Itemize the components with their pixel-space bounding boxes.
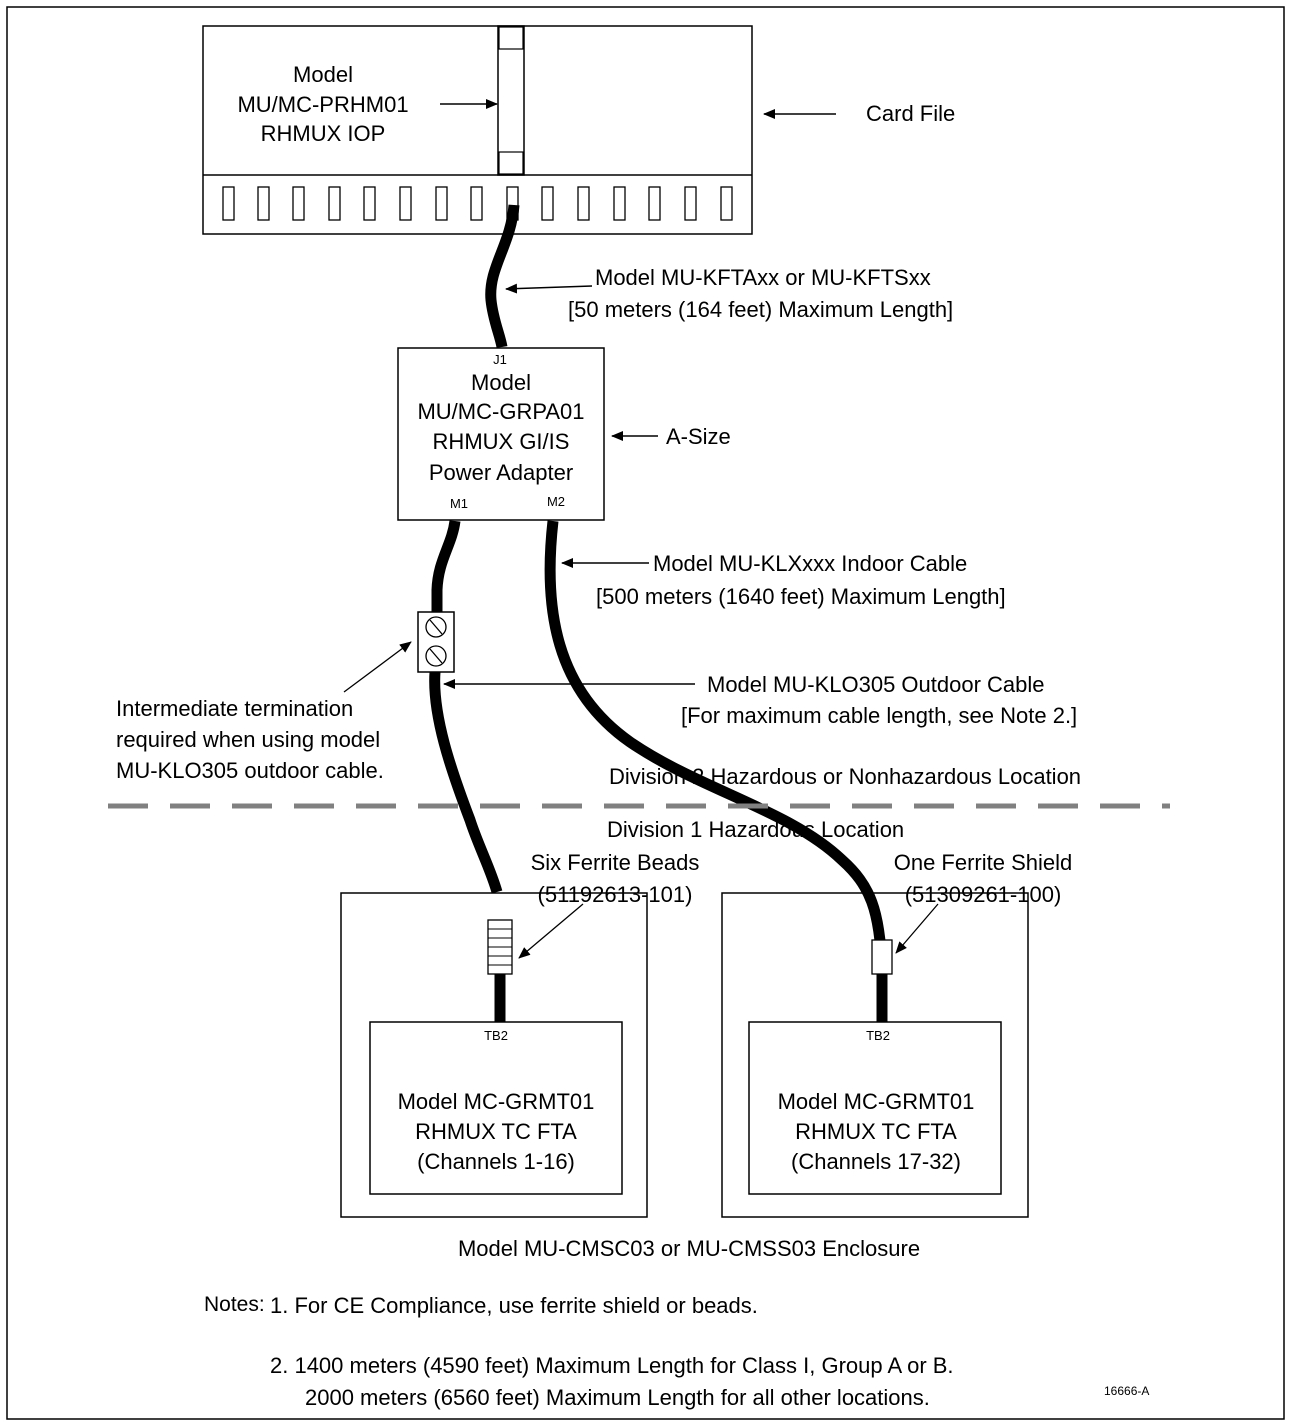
card-file-model-line1: Model xyxy=(293,62,353,87)
figure-id: 16666-A xyxy=(1104,1384,1149,1398)
cable-m2 xyxy=(544,520,888,971)
klo-label-line2: [For maximum cable length, see Note 2.] xyxy=(681,703,1077,728)
ferrite-beads-line2: (51192613-101) xyxy=(538,882,693,907)
ferrite-shield xyxy=(871,939,893,975)
note-1: 1. For CE Compliance, use ferrite shield… xyxy=(270,1293,758,1318)
figure-frame xyxy=(6,6,1285,1420)
kfta-arrow xyxy=(505,283,593,294)
power-adapter: J1 Model MU/MC-GRPA01 RHMUX GI/IS Power … xyxy=(397,347,605,521)
iop-card xyxy=(497,25,525,176)
ferrite-beads xyxy=(487,919,513,975)
intermediate-line2: required when using model xyxy=(116,727,380,752)
enclosure-label: Model MU-CMSC03 or MU-CMSS03 Enclosure xyxy=(458,1236,920,1261)
fta-right-line3: (Channels 17-32) xyxy=(791,1149,961,1174)
klo-label-line1: Model MU-KLO305 Outdoor Cable xyxy=(707,672,1045,697)
fta-left: TB2 Model MC-GRMT01 RHMUX TC FTA (Channe… xyxy=(369,1021,623,1195)
intermediate-line1: Intermediate termination xyxy=(116,696,353,721)
note-2-line1: 2. 1400 meters (4590 feet) Maximum Lengt… xyxy=(270,1353,954,1378)
adapter-line4: Power Adapter xyxy=(429,460,573,485)
note-2-line2: 2000 meters (6560 feet) Maximum Length f… xyxy=(305,1385,930,1410)
adapter-m2: M2 xyxy=(547,494,565,509)
fta-left-line2: RHMUX TC FTA xyxy=(415,1119,577,1144)
cable-kfta xyxy=(485,204,520,349)
fta-right-line1: Model MC-GRMT01 xyxy=(778,1089,975,1114)
card-file-model-line2: MU/MC-PRHM01 xyxy=(237,92,408,117)
adapter-m1: M1 xyxy=(450,496,468,511)
enclosure-right xyxy=(721,892,1029,1218)
fta-right: TB2 Model MC-GRMT01 RHMUX TC FTA (Channe… xyxy=(748,1021,1002,1195)
enclosure-left xyxy=(340,892,648,1218)
intermediate-pointer xyxy=(343,641,412,693)
zone-lower-label: Division 1 Hazardous Location xyxy=(607,817,904,842)
intermediate-termination xyxy=(417,611,455,673)
ferrite-shield-line1: One Ferrite Shield xyxy=(894,850,1073,875)
a-size-label: A-Size xyxy=(666,424,731,449)
ferrite-beads-line1: Six Ferrite Beads xyxy=(531,850,700,875)
ferrite-shield-line2: (51309261-100) xyxy=(905,882,1062,907)
intermediate-line3: MU-KLO305 outdoor cable. xyxy=(116,758,384,783)
adapter-line1: Model xyxy=(471,370,531,395)
kfta-label-line1: Model MU-KFTAxx or MU-KFTSxx xyxy=(595,265,931,290)
card-file: Model MU/MC-PRHM01 RHMUX IOP xyxy=(202,25,753,235)
fta-right-line2: RHMUX TC FTA xyxy=(795,1119,957,1144)
klx-label-line2: [500 meters (1640 feet) Maximum Length] xyxy=(596,584,1006,609)
adapter-line2: MU/MC-GRPA01 xyxy=(417,399,584,424)
card-file-label: Card File xyxy=(866,101,955,126)
fta-left-line1: Model MC-GRMT01 xyxy=(398,1089,595,1114)
card-file-model-line3: RHMUX IOP xyxy=(261,121,386,146)
klx-label-line1: Model MU-KLXxxx Indoor Cable xyxy=(653,551,967,576)
card-file-slots xyxy=(222,186,733,221)
cable-m1 xyxy=(431,520,461,612)
notes-heading: Notes: xyxy=(204,1293,265,1316)
fta-right-tb: TB2 xyxy=(866,1028,890,1043)
ferrite-shield-pointer xyxy=(895,903,939,954)
adapter-j1: J1 xyxy=(493,352,507,367)
kfta-label-line2: [50 meters (164 feet) Maximum Length] xyxy=(568,297,953,322)
ferrite-beads-pointer xyxy=(518,903,584,959)
cable-klo xyxy=(429,671,503,894)
zone-upper-label: Division 2 Hazardous or Nonhazardous Loc… xyxy=(609,764,1081,789)
fta-left-tb: TB2 xyxy=(484,1028,508,1043)
fta-left-line3: (Channels 1-16) xyxy=(417,1149,575,1174)
adapter-line3: RHMUX GI/IS xyxy=(433,429,570,454)
